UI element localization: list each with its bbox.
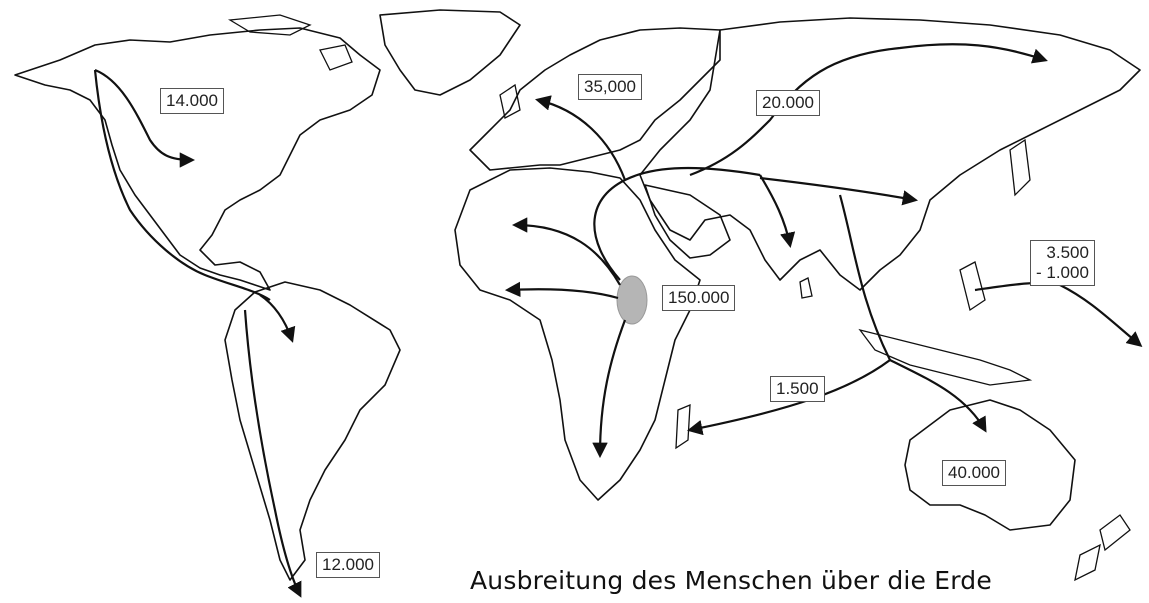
arctic-island bbox=[319, 44, 353, 71]
route-india bbox=[759, 174, 796, 249]
route-southeast-asia bbox=[838, 194, 891, 361]
philippines bbox=[959, 261, 986, 312]
label-south-america: 12.000 bbox=[316, 552, 380, 578]
map-caption: Ausbreitung des Menschen über die Erde bbox=[470, 566, 992, 595]
origin-marker bbox=[616, 275, 648, 325]
route-sahel bbox=[511, 217, 621, 286]
label-europe: 35,000 bbox=[578, 74, 642, 100]
route-pacific bbox=[974, 281, 1143, 347]
arctic-island bbox=[227, 14, 312, 36]
madagascar bbox=[675, 404, 691, 450]
sri-lanka bbox=[799, 277, 813, 299]
migration-routes bbox=[93, 43, 1143, 598]
greenland-coast bbox=[379, 9, 521, 96]
route-europe bbox=[535, 95, 627, 181]
arabia-coast bbox=[644, 184, 731, 259]
label-pacific: 3.500 - 1.000 bbox=[1030, 240, 1095, 286]
label-madagascar: 1.500 bbox=[770, 376, 825, 402]
label-origin: 150.000 bbox=[662, 285, 736, 311]
route-australia bbox=[889, 359, 987, 433]
route-north-asia bbox=[689, 43, 1048, 177]
africa-coast bbox=[454, 167, 701, 501]
route-east-asia bbox=[759, 176, 919, 206]
europe-coast bbox=[469, 27, 721, 171]
new-zealand bbox=[1099, 514, 1131, 552]
route-west-africa bbox=[504, 281, 619, 300]
label-pacific-line1: 3.500 bbox=[1046, 243, 1089, 262]
route-south-africa bbox=[592, 319, 627, 459]
british-isles bbox=[499, 83, 521, 119]
route-south-america bbox=[243, 309, 302, 598]
route-americas bbox=[93, 69, 271, 301]
japan bbox=[1009, 138, 1031, 197]
north-america-coast bbox=[14, 27, 381, 291]
label-pacific-line2: - 1.000 bbox=[1036, 263, 1089, 282]
south-america-coast bbox=[224, 281, 401, 581]
new-zealand bbox=[1074, 543, 1101, 582]
route-out-of-africa bbox=[593, 166, 761, 281]
label-north-america: 14.000 bbox=[160, 88, 224, 114]
indonesia-islands bbox=[858, 328, 1033, 386]
label-australia: 40.000 bbox=[942, 460, 1006, 486]
route-amazon bbox=[259, 294, 296, 343]
australia-coast bbox=[904, 399, 1076, 531]
route-bering bbox=[94, 68, 196, 168]
label-north-asia: 20.000 bbox=[756, 90, 820, 116]
